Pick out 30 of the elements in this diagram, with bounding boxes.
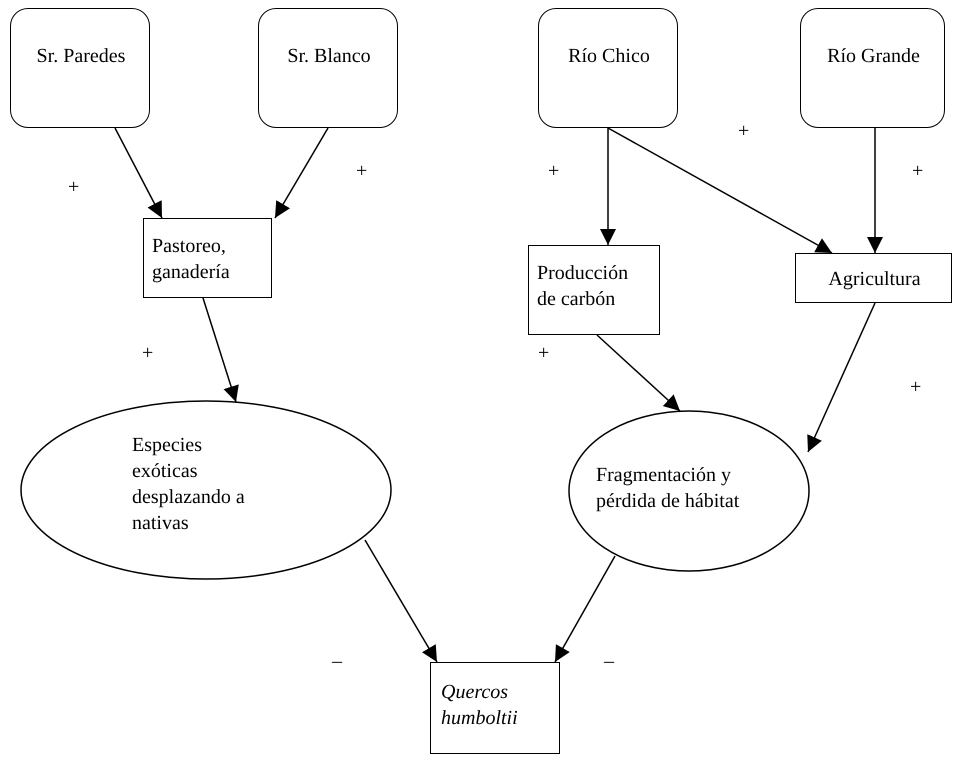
- effect-ellipse: [20, 400, 392, 580]
- node-label: Pastoreo, ganadería: [152, 234, 231, 285]
- node-label: Agricultura: [827, 267, 922, 292]
- effect-ellipse: [568, 410, 810, 572]
- node-label: Especies exóticas desplazando a nativas: [132, 433, 246, 536]
- node-label: Sr. Blanco: [286, 44, 372, 69]
- node-label: Fragmentación y pérdida de hábitat: [596, 463, 740, 514]
- actor-box: [258, 8, 398, 128]
- arrow: [596, 334, 680, 412]
- actor-box: [800, 8, 945, 128]
- arrow: [608, 127, 832, 254]
- arrow: [807, 302, 876, 452]
- arrow: [274, 128, 329, 218]
- arrow: [600, 128, 616, 245]
- node-label: Quercos humboltii: [441, 680, 519, 731]
- actor-box: [538, 8, 678, 128]
- node-label: Río Chico: [567, 44, 651, 69]
- process-box: [528, 245, 660, 335]
- arrow: [867, 128, 883, 253]
- actor-box: [10, 8, 150, 128]
- arrow: [202, 298, 239, 402]
- process-box: [143, 218, 272, 298]
- process-box: [430, 662, 560, 754]
- node-label: Sr. Paredes: [36, 44, 126, 69]
- arrow: [554, 556, 616, 662]
- arrow: [364, 540, 438, 662]
- node-label: Río Grande: [826, 44, 921, 69]
- arrow: [114, 128, 163, 218]
- node-label: Producción de carbón: [537, 261, 630, 312]
- process-box: [795, 253, 952, 303]
